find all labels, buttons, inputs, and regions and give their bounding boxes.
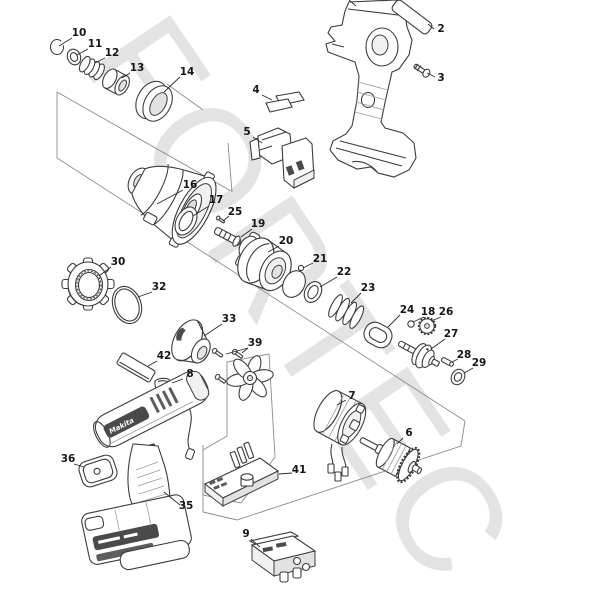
- part-label-26: 26: [439, 306, 454, 318]
- part-17-o-ring: [174, 206, 198, 236]
- part-label-13: 13: [130, 62, 145, 74]
- part-label-6: 6: [405, 427, 412, 439]
- part-33-bearing-retainer: [171, 319, 211, 364]
- part-36-pad: [78, 454, 118, 488]
- part-9-terminal-block: [248, 531, 317, 583]
- part-label-5: 5: [243, 126, 250, 138]
- part-label-22: 22: [337, 266, 352, 278]
- part-label-33: 33: [222, 313, 237, 325]
- part-label-20: 20: [279, 235, 294, 247]
- part-label-12: 12: [105, 47, 120, 59]
- part-24-oval-gasket: [363, 321, 393, 349]
- part-11-washer: [66, 48, 82, 66]
- part-label-9: 9: [242, 528, 249, 540]
- part-2-name-plate: [391, 0, 433, 35]
- part-label-27: 27: [444, 328, 459, 340]
- part-label-19: 19: [251, 218, 266, 230]
- part-22-washer: [303, 281, 323, 303]
- part-41-controller: [203, 441, 280, 508]
- part-label-17: 17: [209, 194, 224, 206]
- part-28-pin: [440, 357, 455, 367]
- part-label-23: 23: [361, 282, 376, 294]
- part-label-4: 4: [252, 84, 259, 96]
- part-6-rotor: [359, 437, 422, 484]
- part-label-28: 28: [457, 349, 472, 361]
- part-label-18: 18: [421, 306, 436, 318]
- part-13-bumper: [102, 68, 130, 96]
- part-label-25: 25: [228, 206, 243, 218]
- part-39-screws: [211, 347, 244, 384]
- part-10-stop-ring: [49, 38, 66, 56]
- part-label-35: 35: [179, 500, 194, 512]
- part-14-retaining-ring: [135, 80, 173, 122]
- leader-lines: [58, 0, 474, 548]
- part-label-29: 29: [472, 357, 487, 369]
- part-25-pin-screw: [215, 215, 226, 224]
- part-20-hammer: [237, 237, 292, 292]
- part-label-2: 2: [437, 23, 444, 35]
- part-label-39: 39: [248, 337, 263, 349]
- part-label-36: 36: [61, 453, 76, 465]
- part-label-32: 32: [152, 281, 167, 293]
- part-18-steel-ball: [407, 320, 415, 328]
- part-26-gear: [417, 316, 437, 336]
- part-label-16: 16: [183, 179, 198, 191]
- part-label-21: 21: [313, 253, 328, 265]
- part-label-7: 7: [348, 390, 355, 402]
- part-5-switch: [249, 127, 315, 189]
- part-1-motor-housing-half: [325, 0, 417, 178]
- part-35-housing-set: Makita: [81, 370, 210, 571]
- part-label-24: 24: [400, 304, 415, 316]
- part-label-42: 42: [157, 350, 172, 362]
- part-label-41: 41: [292, 464, 307, 476]
- part-label-11: 11: [88, 38, 103, 50]
- part-7-stator: [313, 390, 367, 482]
- part-label-14: 14: [180, 66, 195, 78]
- part-30-ring-gear: [61, 257, 115, 311]
- part-21-washer-and-ball: [282, 264, 306, 298]
- part-4-slide-button: [265, 91, 305, 113]
- part-32-o-ring-large: [111, 285, 143, 325]
- part-label-30: 30: [111, 256, 126, 268]
- part-label-10: 10: [72, 27, 87, 39]
- part-label-3: 3: [437, 72, 444, 84]
- part-23-compression-spring: [328, 294, 365, 329]
- part-label-8: 8: [186, 368, 193, 380]
- part-number-labels: 10 11 12 13 14 2 3 4 5 16 17 25 19 20 21…: [61, 23, 487, 540]
- part-12-spring: [78, 55, 105, 81]
- part-27-spindle: [397, 340, 440, 369]
- part-fan-washer: [226, 355, 274, 401]
- part-29-washer: [450, 368, 466, 386]
- part-42-label-strip: [116, 352, 156, 383]
- part-3-screw: [413, 63, 431, 78]
